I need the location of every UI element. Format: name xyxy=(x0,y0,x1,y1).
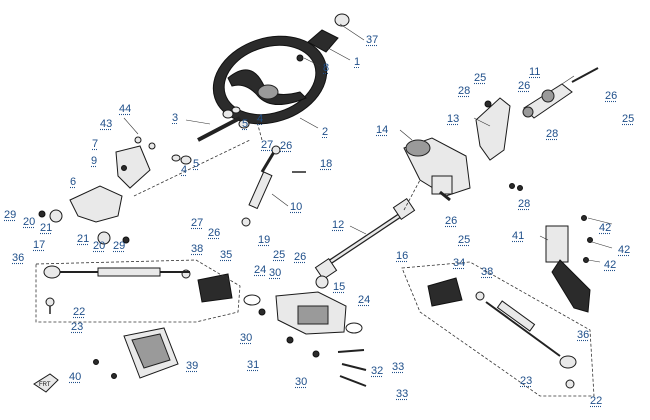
wheel-link-line xyxy=(255,117,263,141)
callout-28-lower[interactable]: 28 xyxy=(518,198,531,210)
column-link-line xyxy=(133,139,251,197)
callout-2[interactable]: 2 xyxy=(322,126,329,138)
callout-34[interactable]: 34 xyxy=(453,257,466,269)
upper-steering-column xyxy=(171,106,250,165)
callout-42-top[interactable]: 42 xyxy=(599,222,612,234)
callout-28-right[interactable]: 28 xyxy=(546,128,559,140)
callout-7[interactable]: 7 xyxy=(92,138,99,150)
tilt-bracket xyxy=(38,136,156,245)
callout-21-right[interactable]: 21 xyxy=(77,233,90,245)
shaft-link-line xyxy=(403,179,421,211)
callout-20-right[interactable]: 20 xyxy=(93,240,106,252)
callout-13[interactable]: 13 xyxy=(447,113,460,125)
left-rack-boot xyxy=(181,269,233,303)
callout-43[interactable]: 43 xyxy=(100,118,113,130)
callout-28-upper[interactable]: 28 xyxy=(458,85,471,97)
right-rack-boot xyxy=(427,277,485,307)
callout-38-right[interactable]: 38 xyxy=(481,266,494,278)
callout-22-right[interactable]: 22 xyxy=(590,395,603,407)
callout-12[interactable]: 12 xyxy=(332,219,345,231)
callout-26-strut-top[interactable]: 26 xyxy=(280,140,293,152)
callout-4-upper[interactable]: 4 xyxy=(257,113,264,125)
callout-26-shaft[interactable]: 26 xyxy=(445,215,458,227)
front-direction-arrow-icon: FRT xyxy=(33,373,59,393)
callout-18[interactable]: 18 xyxy=(320,158,333,170)
callout-25-gear[interactable]: 25 xyxy=(273,249,286,261)
callout-24-right[interactable]: 24 xyxy=(358,294,371,306)
callout-29-left[interactable]: 29 xyxy=(4,209,17,221)
callout-25-column[interactable]: 25 xyxy=(474,72,487,84)
callout-22-left[interactable]: 22 xyxy=(73,306,86,318)
callout-9[interactable]: 9 xyxy=(91,155,98,167)
electric-power-steering-unit xyxy=(403,137,471,202)
steering-gear-box xyxy=(243,275,367,387)
callout-44[interactable]: 44 xyxy=(119,103,132,115)
callout-31[interactable]: 31 xyxy=(247,359,260,371)
callout-5-upper[interactable]: 5 xyxy=(242,118,249,130)
callout-23-left[interactable]: 23 xyxy=(71,321,84,333)
callout-29-right[interactable]: 29 xyxy=(113,240,126,252)
callout-15[interactable]: 15 xyxy=(333,281,346,293)
callout-30-left[interactable]: 30 xyxy=(240,332,253,344)
left-tie-rod-assembly-outline xyxy=(35,259,241,323)
callout-11[interactable]: 11 xyxy=(529,66,541,78)
callout-25-ujoint[interactable]: 25 xyxy=(622,113,635,125)
callout-25-shaft[interactable]: 25 xyxy=(458,234,471,246)
callout-20-left[interactable]: 20 xyxy=(23,216,36,228)
callout-26-gear[interactable]: 26 xyxy=(294,251,307,263)
callout-27-upper[interactable]: 27 xyxy=(261,139,274,151)
callout-38-left[interactable]: 38 xyxy=(191,243,204,255)
callout-30-upper[interactable]: 30 xyxy=(269,267,282,279)
callout-27-lower[interactable]: 27 xyxy=(191,217,204,229)
callout-1[interactable]: 1 xyxy=(354,56,361,68)
callout-6[interactable]: 6 xyxy=(70,176,77,188)
callout-21-left[interactable]: 21 xyxy=(40,222,53,234)
left-tie-rod xyxy=(43,265,190,314)
tilt-gas-strut xyxy=(241,145,306,227)
callout-14[interactable]: 14 xyxy=(376,124,389,136)
callout-30-bottom[interactable]: 30 xyxy=(295,376,308,388)
callout-37[interactable]: 37 xyxy=(366,34,379,46)
callout-42-right[interactable]: 42 xyxy=(618,244,631,256)
callout-26-column[interactable]: 26 xyxy=(518,80,531,92)
eps-control-module xyxy=(93,327,179,379)
accelerator-pedal xyxy=(545,215,593,313)
callout-4-lower[interactable]: 4 xyxy=(181,164,188,176)
column-mounting-bracket xyxy=(475,67,599,191)
callout-39[interactable]: 39 xyxy=(186,360,199,372)
callout-36-left[interactable]: 36 xyxy=(12,252,25,264)
callout-19[interactable]: 19 xyxy=(258,234,271,246)
callout-23-right[interactable]: 23 xyxy=(520,375,533,387)
svg-text:FRT: FRT xyxy=(39,382,51,388)
callout-36-right[interactable]: 36 xyxy=(577,329,590,341)
callout-8[interactable]: 8 xyxy=(323,62,330,74)
callout-3[interactable]: 3 xyxy=(172,112,179,124)
callout-26-strut-bottom[interactable]: 26 xyxy=(208,227,221,239)
callout-40[interactable]: 40 xyxy=(69,371,82,383)
callout-33-lower[interactable]: 33 xyxy=(396,388,409,400)
callout-16[interactable]: 16 xyxy=(396,250,409,262)
right-tie-rod-assembly-outline xyxy=(401,261,595,397)
callout-42-lower[interactable]: 42 xyxy=(604,259,617,271)
callout-24-left[interactable]: 24 xyxy=(254,264,267,276)
callout-35[interactable]: 35 xyxy=(220,249,233,261)
right-tie-rod xyxy=(485,300,577,389)
horn-pad xyxy=(296,13,350,62)
intermediate-steering-shaft xyxy=(314,198,416,280)
callout-5-lower[interactable]: 5 xyxy=(193,158,200,170)
callout-41[interactable]: 41 xyxy=(512,230,525,242)
callout-26-ujoint[interactable]: 26 xyxy=(605,90,618,102)
callout-33-upper[interactable]: 33 xyxy=(392,361,405,373)
callout-32[interactable]: 32 xyxy=(371,365,384,377)
callout-17[interactable]: 17 xyxy=(33,239,46,251)
callout-10[interactable]: 10 xyxy=(290,201,303,213)
